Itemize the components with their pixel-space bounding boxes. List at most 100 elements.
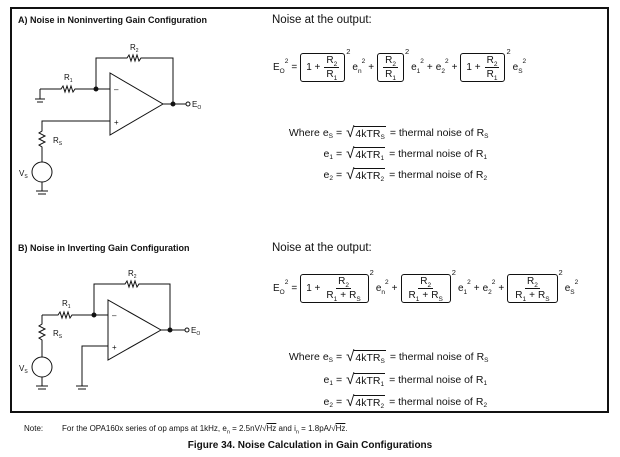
variable-symbol: e	[512, 62, 519, 73]
variable-symbol: 4kTR	[355, 351, 381, 364]
resistor-r2-a	[95, 53, 174, 104]
math-operator: =	[336, 168, 343, 181]
variable-subscript: n	[357, 68, 362, 75]
variable-subscript: 1	[380, 155, 385, 162]
note-part: For the OPA160x series of op amps at 1kH…	[62, 424, 227, 433]
op-amp-a	[109, 72, 164, 136]
math-operator: Where	[288, 350, 320, 363]
math-operator: Where	[288, 126, 320, 139]
math-operator: =	[336, 395, 343, 408]
note-hz: Hz	[266, 424, 277, 433]
math-operator: +	[498, 283, 505, 294]
variable-superscript: 2	[284, 279, 289, 286]
radical-sign-icon: √	[346, 371, 355, 388]
svg-text:R1: R1	[64, 73, 73, 84]
note-text: For the OPA160x series of op amps at 1kH…	[62, 424, 348, 436]
variable-subscript: 2	[329, 402, 333, 409]
variable-subscript: 2	[333, 61, 338, 68]
variable-subscript: n	[381, 289, 386, 296]
variable-subscript: 2	[483, 175, 488, 182]
variable-subscript: 1	[329, 380, 333, 387]
variable-symbol: R	[326, 290, 334, 301]
math-operator: +	[422, 290, 429, 301]
svg-text:R1: R1	[62, 299, 71, 310]
variable-symbol: E	[273, 62, 280, 73]
radical-sign-icon: √	[346, 348, 355, 365]
resistor-rs-a	[37, 120, 110, 162]
variable-symbol: R	[486, 69, 494, 80]
circuit-b	[31, 279, 190, 390]
svg-text:RS: RS	[53, 329, 63, 340]
math-operator: = thermal noise of	[389, 126, 474, 139]
variable-superscript: 2	[361, 58, 366, 65]
math-operator: +	[473, 283, 480, 294]
variable-symbol: R	[338, 276, 346, 287]
variable-symbol: R	[475, 147, 484, 160]
math-operator: +	[451, 62, 458, 73]
variable-superscript: 2	[420, 58, 424, 65]
radical-sign-icon: √	[346, 166, 355, 183]
variable-subscript: 1	[329, 154, 333, 161]
variable-symbol: R	[537, 290, 546, 301]
variable-symbol: e	[352, 62, 358, 73]
svg-text:R2: R2	[128, 269, 137, 280]
resistor-r2-b	[93, 279, 171, 330]
svg-text:+: +	[114, 118, 119, 127]
variable-superscript: 2	[467, 279, 471, 286]
bracket-exponent: 2	[369, 268, 374, 277]
bracket-exponent: 2	[558, 268, 563, 277]
variable-symbol: R	[475, 395, 484, 408]
variable-superscript: 2	[444, 58, 449, 65]
math-operator: = thermal noise of	[389, 373, 473, 386]
section-b-heading: Noise at the output:	[272, 242, 372, 254]
variable-symbol: R	[486, 55, 494, 66]
resistor-r1-b	[42, 310, 108, 320]
variable-symbol: R	[431, 290, 439, 301]
circuit-a	[31, 53, 191, 195]
variable-symbol: e	[323, 147, 330, 160]
svg-text:VS: VS	[19, 364, 28, 375]
variable-subscript: 2	[329, 175, 333, 182]
variable-superscript: 2	[522, 58, 527, 65]
